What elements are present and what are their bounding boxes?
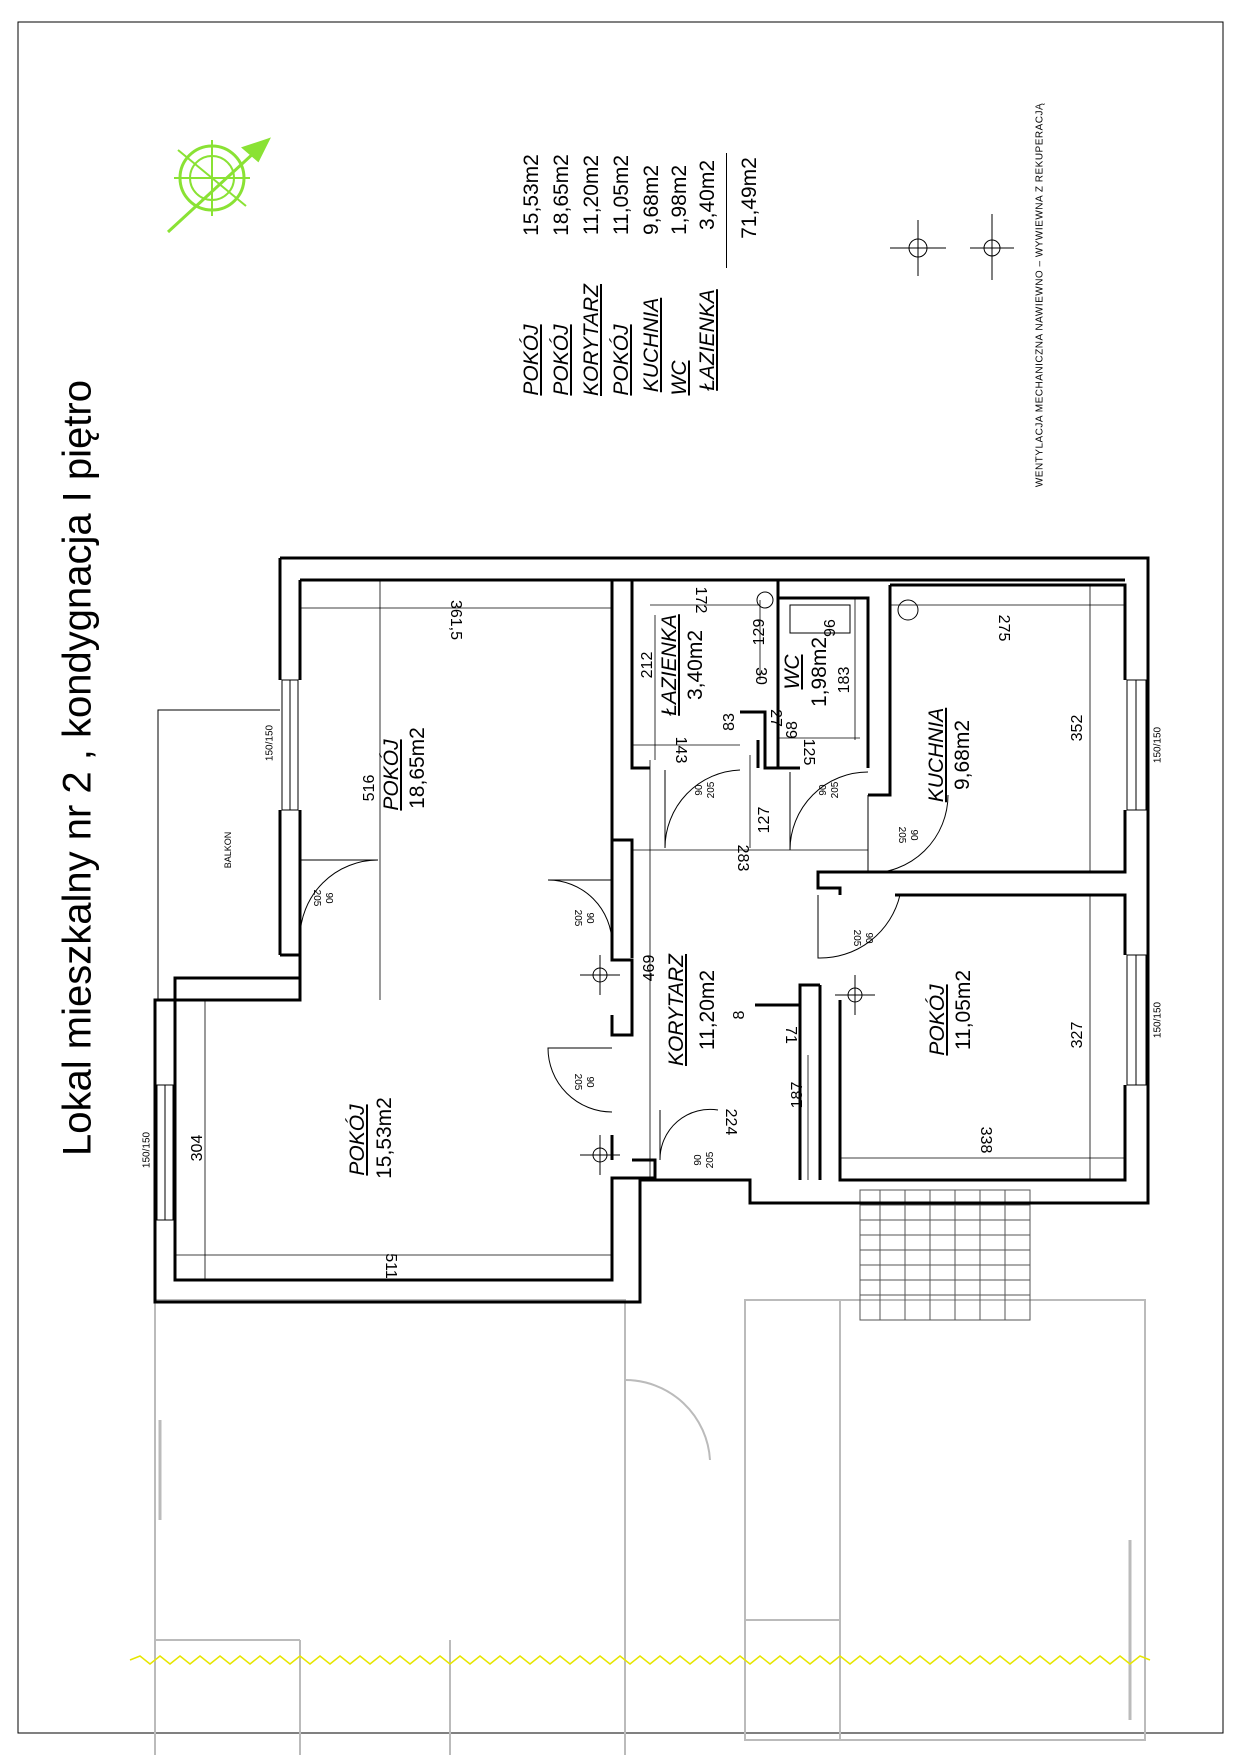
dim-469: 469: [641, 954, 658, 982]
ventilation-symbols: [890, 214, 1014, 280]
ventilation-legend: WENTYLACJA MECHANICZNA NAWIEWNO – WYWIEW…: [1034, 102, 1046, 488]
summary-area-1: 15,53m2: [520, 154, 543, 236]
summary-area-5: 9,68m2: [640, 164, 663, 236]
summary-name-3: KORYTARZ: [580, 283, 603, 397]
summary-total: 71,49m2: [738, 157, 761, 239]
room-area-wc: 1,98m2: [808, 636, 831, 708]
room-name-balkon: BALKON: [223, 831, 233, 869]
summary-area-7: 3,40m2: [696, 159, 719, 231]
page-title: Lokal mieszkalny nr 2 , kondygnacja I pi…: [55, 380, 100, 1156]
dim-304: 304: [189, 1134, 206, 1162]
dim-511: 511: [382, 1253, 399, 1279]
room-name-pokoj-1: POKÓJ: [346, 1104, 369, 1176]
vent-markers: [580, 591, 919, 1175]
dim-8: 8: [731, 1010, 748, 1020]
room-name-pokoj-2: POKÓJ: [380, 739, 403, 811]
summary-area-4: 11,05m2: [610, 154, 633, 236]
window-label-pokoj1: 150/150: [141, 1131, 153, 1169]
balcony-outline: [157, 709, 280, 1000]
room-name-lazienka: ŁAZIENKA: [658, 614, 681, 716]
dim-27: 27: [767, 709, 784, 727]
dim-224: 224: [722, 1108, 739, 1136]
compass-logo: [166, 137, 271, 234]
summary-area-6: 1,98m2: [668, 164, 691, 236]
staircase: [859, 1189, 1031, 1321]
adjacent-plan-grey: [154, 1299, 1146, 1755]
dim-68: 68: [784, 721, 801, 739]
summary-name-7: ŁAZIENKA: [696, 289, 719, 391]
summary-name-2: POKÓJ: [550, 324, 573, 396]
room-name-wc: WC: [781, 654, 804, 690]
dim-129: 129: [751, 618, 768, 646]
dimension-lines: [175, 580, 1125, 1280]
room-area-pokoj-3: 11,05m2: [952, 969, 975, 1051]
zigzag-baseline: [129, 1655, 1151, 1665]
room-name-korytarz: KORYTARZ: [665, 953, 688, 1067]
summary-name-4: POKÓJ: [610, 324, 633, 396]
dim-71: 71: [782, 1026, 799, 1044]
window-label-pokoj3: 150/150: [1152, 1001, 1164, 1039]
dim-338: 338: [977, 1126, 994, 1154]
summary-name-6: WC: [668, 360, 691, 396]
dim-172: 172: [692, 586, 709, 614]
windows: [156, 679, 1147, 1221]
dim-83: 83: [721, 713, 738, 731]
dim-183: 183: [836, 666, 853, 694]
dim-516: 516: [361, 774, 378, 802]
summary-area-2: 18,65m2: [550, 154, 573, 236]
dim-275: 275: [995, 614, 1012, 642]
summary-name-5: KUCHNIA: [640, 297, 663, 393]
room-name-kuchnia: KUCHNIA: [925, 707, 948, 803]
dim-127: 127: [756, 806, 773, 834]
room-area-pokoj-2: 18,65m2: [406, 727, 429, 809]
room-name-pokoj-3: POKÓJ: [926, 984, 949, 1056]
room-area-korytarz: 11,20m2: [696, 969, 719, 1051]
summary-area-3: 11,20m2: [580, 154, 603, 236]
room-area-pokoj-1: 15,53m2: [373, 1097, 396, 1179]
dim-125: 125: [800, 738, 817, 766]
dim-143: 143: [672, 736, 689, 764]
room-area-kuchnia: 9,68m2: [951, 719, 974, 791]
dim-187: 187: [789, 1081, 806, 1109]
window-label-kuchnia: 150/150: [1152, 726, 1164, 764]
dim-361-5: 361,5: [447, 599, 464, 641]
dim-212: 212: [639, 651, 656, 679]
summary-name-1: POKÓJ: [520, 324, 543, 396]
summary-total-rule: [726, 153, 727, 268]
window-label-pokoj2: 150/150: [264, 724, 276, 762]
walls: [153, 556, 1150, 1304]
doors: [299, 769, 949, 1161]
dim-283: 283: [734, 844, 751, 872]
dim-352: 352: [1069, 714, 1086, 742]
room-area-lazienka: 3,40m2: [684, 629, 707, 701]
dim-327: 327: [1069, 1021, 1086, 1049]
sheet-border: [17, 21, 1224, 1734]
dim-96: 96: [820, 619, 837, 637]
dim-30: 30: [752, 667, 769, 685]
